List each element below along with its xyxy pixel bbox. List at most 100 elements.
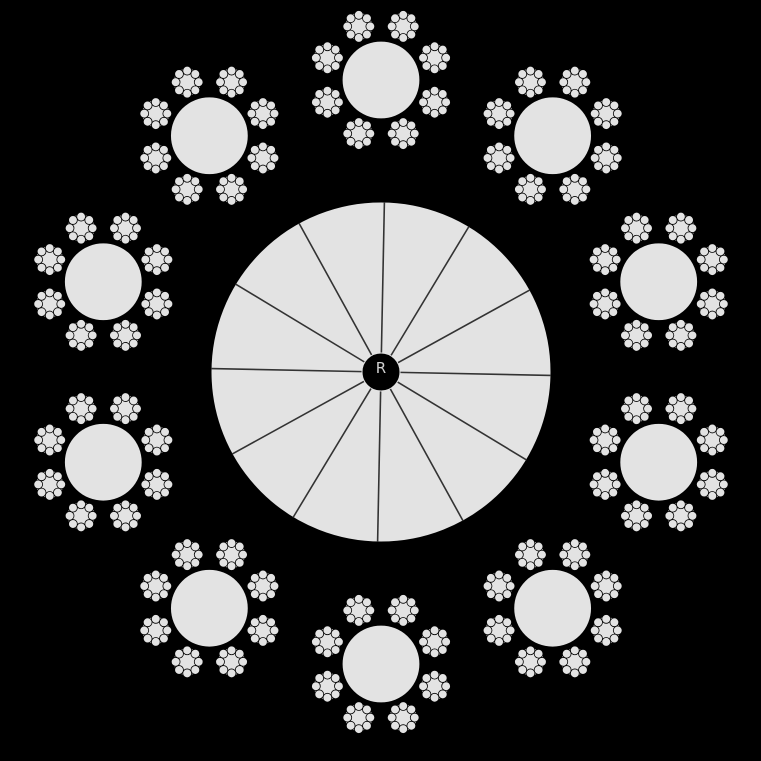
bead [64, 223, 75, 233]
bead [345, 597, 356, 608]
bead [494, 141, 504, 152]
bead [667, 502, 678, 513]
bead [120, 319, 131, 329]
bead [437, 645, 448, 655]
bead [142, 161, 153, 171]
rosette-centre [619, 242, 699, 322]
bead [406, 136, 417, 147]
bead [437, 628, 448, 639]
bead [64, 403, 75, 414]
bead [36, 427, 47, 437]
bead [160, 487, 170, 498]
bead [246, 581, 257, 591]
bead [314, 628, 325, 639]
bead [600, 287, 610, 298]
bead [68, 231, 78, 242]
bead [56, 479, 67, 490]
cluster [558, 65, 592, 99]
bead [667, 411, 678, 422]
bead [36, 291, 47, 301]
bead [159, 145, 169, 155]
bead [592, 246, 602, 257]
bead [76, 415, 86, 425]
bead [502, 100, 512, 111]
bead [190, 176, 201, 187]
wheel-spoke [376, 371, 382, 542]
bead [684, 338, 694, 349]
bead [390, 120, 400, 131]
bead [322, 625, 333, 636]
cluster [170, 173, 204, 206]
bead [334, 636, 344, 647]
bead [109, 223, 119, 233]
cluster [311, 41, 344, 75]
bead [218, 648, 229, 659]
bead [699, 291, 709, 301]
bead [246, 108, 257, 119]
bead [601, 614, 612, 624]
bead [132, 403, 142, 414]
bead [139, 108, 150, 119]
bead [718, 435, 729, 445]
bead [87, 511, 98, 521]
bead [120, 392, 131, 402]
bead [695, 479, 706, 490]
cluster [33, 468, 67, 501]
bead [570, 173, 580, 183]
bead [593, 145, 603, 155]
bead [592, 307, 602, 317]
bead [150, 164, 161, 175]
bead [353, 724, 364, 734]
wheel-spoke [380, 202, 386, 373]
bead [163, 254, 174, 265]
bead [609, 161, 620, 171]
bead [322, 64, 333, 75]
bead [143, 262, 154, 273]
bead [390, 136, 400, 147]
bead [592, 443, 602, 453]
bead [639, 395, 650, 406]
bead [601, 97, 612, 107]
bead [330, 89, 341, 99]
bead [152, 243, 162, 253]
bead [437, 89, 448, 99]
bead [311, 97, 321, 107]
bead [139, 581, 150, 591]
bead [215, 657, 225, 667]
bead [266, 633, 276, 644]
cluster [418, 625, 451, 659]
bead [128, 502, 139, 513]
bead [365, 21, 376, 32]
bead [140, 479, 151, 490]
bead [578, 648, 588, 659]
bead [406, 720, 417, 731]
bead [44, 491, 55, 501]
bead [190, 85, 201, 96]
bead [570, 645, 580, 656]
bead [218, 176, 229, 187]
bead [667, 215, 678, 225]
bead [631, 415, 642, 425]
wheel-spoke [298, 222, 382, 373]
bead [258, 97, 268, 107]
bead [623, 215, 634, 225]
bead [234, 85, 245, 96]
bead [345, 720, 356, 731]
bead [218, 665, 229, 675]
bead [143, 443, 154, 453]
bead [441, 636, 451, 647]
bead [234, 192, 245, 203]
bead [150, 141, 161, 152]
bead [699, 443, 709, 453]
bead [238, 184, 248, 195]
bead [437, 689, 448, 700]
bead [152, 287, 162, 298]
bead [250, 116, 260, 127]
bead [193, 184, 204, 195]
cluster [514, 173, 547, 206]
cluster [215, 173, 248, 206]
cluster [140, 243, 174, 276]
bead [218, 541, 229, 552]
bead [561, 541, 572, 552]
